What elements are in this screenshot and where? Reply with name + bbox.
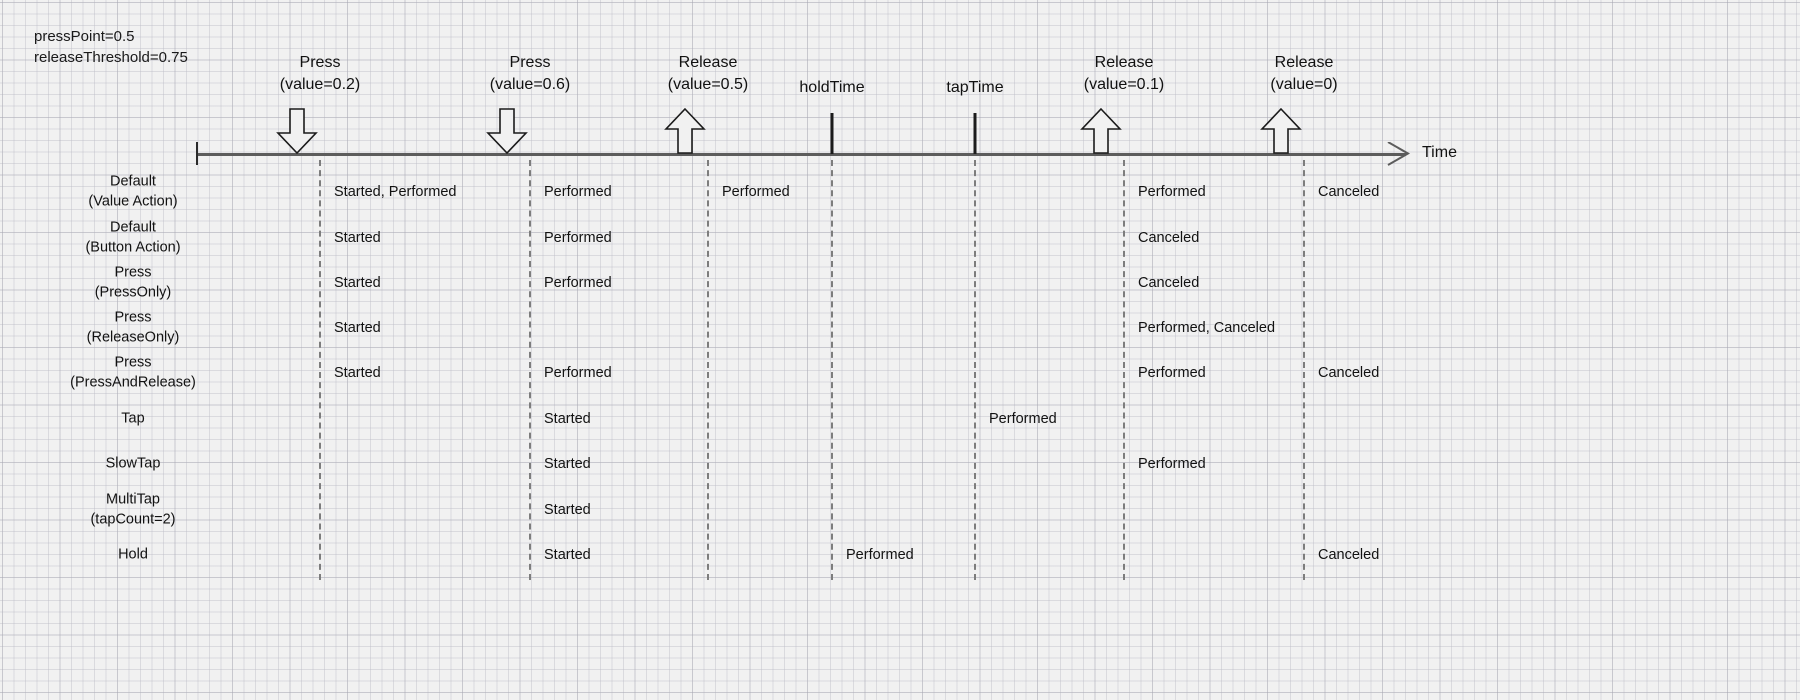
row-label-line-2: (PressOnly) (94, 284, 172, 300)
note-line-2: releaseThreshold=0.75 (34, 49, 188, 66)
note-line-1: pressPoint=0.5 (34, 28, 135, 45)
row-label-multitap: MultiTap (tapCount=2) (3, 491, 263, 530)
marker-label-line-2: (value=0.6) (489, 76, 571, 93)
row-label-line-2: (ReleaseOnly) (86, 329, 180, 345)
guide-line-press-0-6 (529, 160, 531, 580)
marker-label-line-1: holdTime (799, 79, 865, 96)
marker-bar-tap-time (973, 113, 977, 154)
row-label-hold: Hold (3, 545, 263, 565)
arrow-down-icon-press-0-2 (274, 108, 320, 155)
guide-line-hold-time (831, 160, 833, 580)
cell-multitap-press-0-6: Started (544, 502, 591, 518)
cell-slowtap-release-0-1: Performed (1138, 456, 1206, 472)
guide-line-tap-time (974, 160, 976, 580)
time-axis-label: Time (1422, 144, 1457, 161)
diagram-note: pressPoint=0.5 releaseThreshold=0.75 (34, 26, 188, 68)
row-label-press-pressandrelease: Press (PressAndRelease) (3, 354, 263, 393)
cell-press-pressandrelease-press-0-2: Started (334, 365, 381, 381)
row-label-line-1: Press (114, 354, 152, 371)
guide-line-press-0-2 (319, 160, 321, 580)
marker-label-tap-time: tapTime (875, 77, 1075, 99)
row-label-default-value-action: Default (Value Action) (3, 173, 263, 212)
cell-slowtap-press-0-6: Started (544, 456, 591, 472)
marker-label-line-1: tapTime (946, 79, 1004, 96)
row-label-press-pressonly: Press (PressOnly) (3, 264, 263, 303)
cell-default-button-action-press-0-2: Started (334, 230, 381, 246)
marker-label-line-1: Press (299, 54, 341, 71)
row-label-line-1: MultiTap (106, 491, 160, 508)
cell-press-pressandrelease-release-0: Canceled (1318, 365, 1380, 381)
row-label-line-1: Default (110, 219, 156, 236)
cell-press-pressonly-press-0-6: Performed (544, 275, 612, 291)
marker-label-line-2: (value=0.5) (667, 76, 749, 93)
arrow-up-icon-release-0-1 (1078, 107, 1124, 154)
marker-label-line-2: (value=0.1) (1083, 76, 1165, 93)
cell-hold-hold-time: Performed (846, 547, 914, 563)
cell-press-releaseonly-release-0-1: Performed, Canceled (1138, 320, 1276, 336)
marker-label-release-0-1: Release (value=0.1) (1024, 52, 1224, 96)
cell-tap-press-0-6: Started (544, 411, 591, 427)
cell-default-value-action-press-0-2: Started, Performed (334, 184, 457, 200)
marker-label-line-2: (value=0.2) (279, 76, 361, 93)
marker-label-line-1: Press (509, 54, 551, 71)
row-label-line-1: Press (114, 264, 152, 281)
cell-press-pressandrelease-release-0-1: Performed (1138, 365, 1206, 381)
marker-label-release-0-5: Release (value=0.5) (608, 52, 808, 96)
row-label-default-button-action: Default (Button Action) (3, 219, 263, 258)
cell-default-button-action-press-0-6: Performed (544, 230, 612, 246)
marker-label-line-1: Release (678, 54, 738, 71)
row-label-line-2: (PressAndRelease) (70, 374, 196, 390)
row-label-line-1: Hold (118, 546, 148, 563)
row-label-tap: Tap (3, 409, 263, 429)
cell-press-pressonly-press-0-2: Started (334, 275, 381, 291)
cell-press-pressandrelease-press-0-6: Performed (544, 365, 612, 381)
cell-default-value-action-release-0-5: Performed (722, 184, 790, 200)
cell-default-value-action-press-0-6: Performed (544, 184, 612, 200)
marker-label-press-0-6: Press (value=0.6) (430, 52, 630, 96)
cell-default-value-action-release-0-1: Performed (1138, 184, 1206, 200)
marker-label-line-1: Release (1274, 54, 1334, 71)
cell-tap-tap-time: Performed (989, 411, 1057, 427)
time-axis-start-cap (196, 142, 198, 165)
row-label-slowtap: SlowTap (3, 454, 263, 474)
guide-line-release-0-5 (707, 160, 709, 580)
cell-hold-release-0: Canceled (1318, 547, 1380, 563)
arrow-down-icon-press-0-6 (484, 108, 530, 155)
arrow-up-icon-release-0 (1258, 107, 1304, 154)
row-label-line-1: SlowTap (105, 455, 161, 472)
row-label-line-1: Press (114, 309, 152, 326)
cell-press-releaseonly-press-0-2: Started (334, 320, 381, 336)
marker-label-release-0: Release (value=0) (1204, 52, 1404, 96)
time-axis-arrowhead (1386, 141, 1411, 166)
marker-label-press-0-2: Press (value=0.2) (220, 52, 420, 96)
marker-label-line-2: (value=0) (1270, 76, 1338, 93)
row-label-line-1: Default (110, 173, 156, 190)
cell-default-button-action-release-0-1: Canceled (1138, 230, 1200, 246)
marker-label-hold-time: holdTime (732, 77, 932, 99)
row-label-press-releaseonly: Press (ReleaseOnly) (3, 309, 263, 348)
time-axis (196, 153, 1406, 156)
marker-label-line-1: Release (1094, 54, 1154, 71)
cell-default-value-action-release-0: Canceled (1318, 184, 1380, 200)
arrow-up-icon-release-0-5 (662, 107, 708, 154)
row-label-line-2: (Button Action) (85, 239, 181, 255)
row-label-line-2: (tapCount=2) (90, 511, 176, 527)
row-label-line-2: (Value Action) (88, 193, 178, 209)
cell-hold-press-0-6: Started (544, 547, 591, 563)
guide-line-release-0 (1303, 160, 1305, 580)
row-label-line-1: Tap (121, 410, 145, 427)
cell-press-pressonly-release-0-1: Canceled (1138, 275, 1200, 291)
marker-bar-hold-time (830, 113, 834, 154)
guide-line-release-0-1 (1123, 160, 1125, 580)
